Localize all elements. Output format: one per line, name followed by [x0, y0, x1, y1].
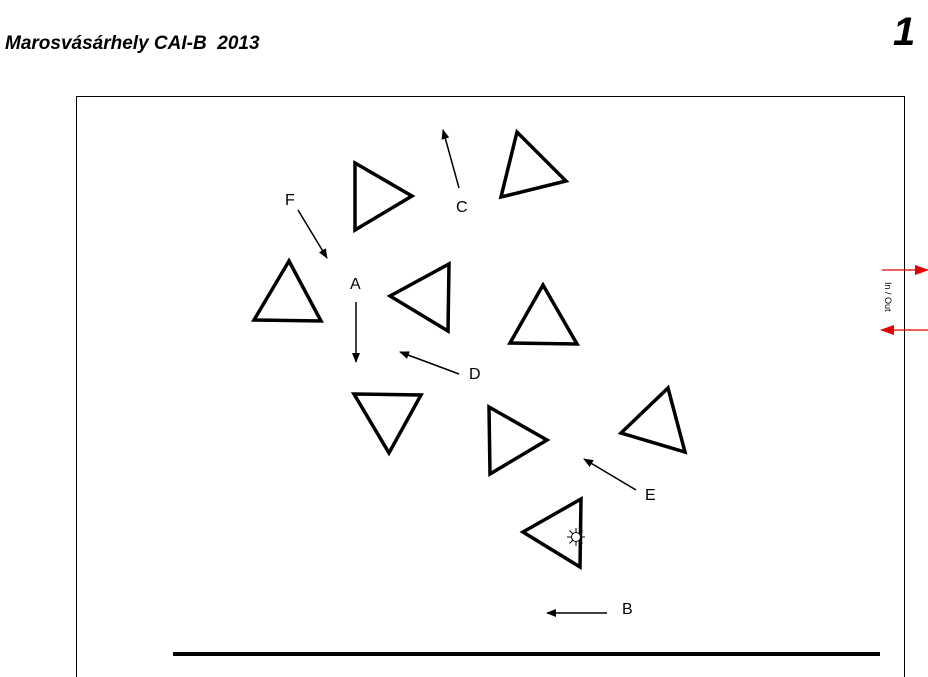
label-f: F — [285, 192, 295, 209]
label-d: D — [469, 366, 481, 383]
triangle-obstacle — [353, 159, 416, 234]
triangle-obstacle — [617, 384, 688, 455]
page-number: 1 — [893, 10, 916, 54]
label-c: C — [456, 199, 468, 216]
label-b: B — [622, 601, 633, 618]
label-e: E — [645, 487, 656, 504]
triangle-obstacle — [498, 128, 570, 200]
arrow-c — [441, 129, 460, 189]
triangle-obstacle — [507, 281, 581, 346]
triangle-obstacle — [250, 257, 324, 323]
triangle-obstacle — [386, 261, 451, 335]
triangle-obstacle — [350, 392, 424, 457]
arrow-f — [297, 209, 328, 259]
ring-border — [76, 96, 905, 677]
label-a: A — [350, 276, 361, 293]
sun-icon — [567, 528, 585, 546]
arrow-e — [583, 458, 637, 491]
arrow-d — [399, 351, 460, 375]
triangle-obstacle — [487, 403, 551, 478]
in-out-label: In / Out — [883, 282, 893, 312]
course-title: Marosvásárhely CAI-B 2013 — [5, 33, 260, 54]
